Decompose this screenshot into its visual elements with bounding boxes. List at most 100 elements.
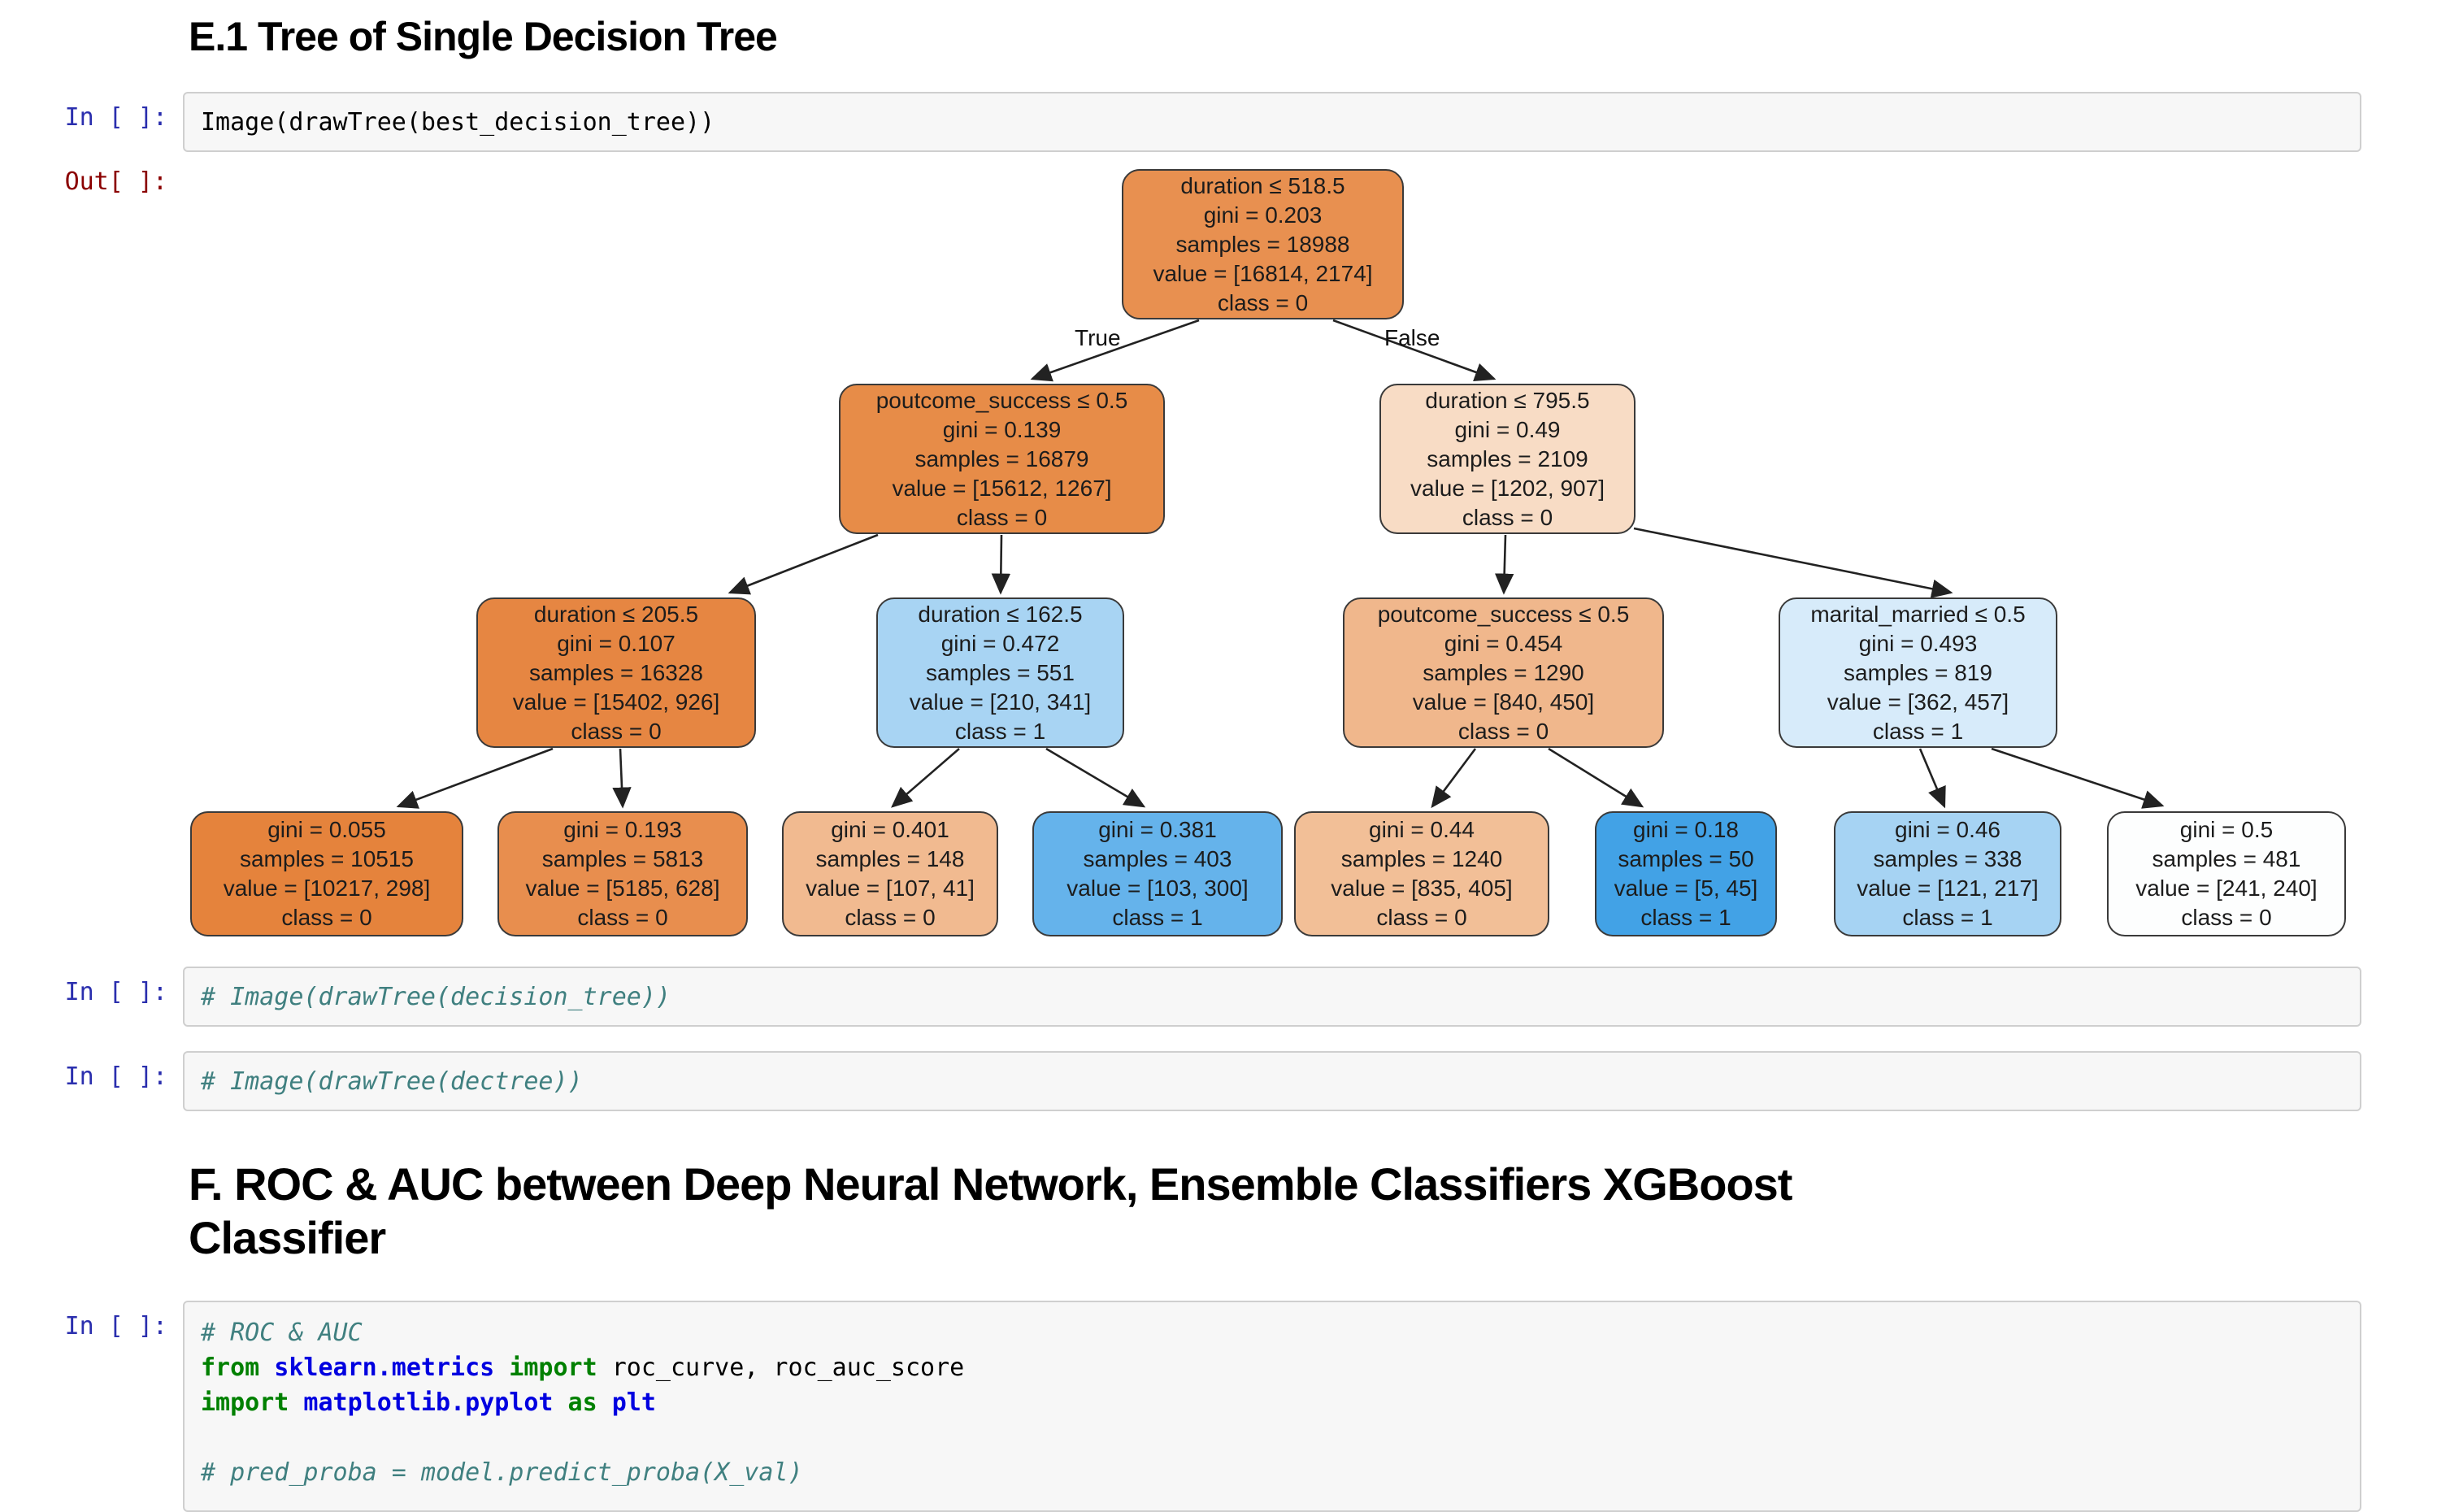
tree-node-line: value = [5, 45] [1614, 875, 1758, 901]
tree-leaf: gini = 0.5 samples = 481 value = [241, 240… [2107, 811, 2346, 936]
tree-node-line: gini = 0.193 [563, 817, 682, 842]
heading-f-line2: Classifier [189, 1212, 386, 1263]
code-line: # pred_proba = model.predict_proba(X_val… [201, 1458, 803, 1487]
tree-node-line: value = [1202, 907] [1410, 475, 1605, 501]
tree-node-line: class = 0 [1462, 504, 1553, 530]
edge-label-false: False [1384, 325, 1440, 350]
tree-node-line: samples = 16328 [528, 659, 704, 685]
tree-node-line: samples = 16879 [914, 445, 1089, 471]
tree-node-line: gini = 0.139 [942, 416, 1062, 442]
section-heading-f: F. ROC & AUC between Deep Neural Network… [189, 1158, 2270, 1265]
tree-node-line: gini = 0.381 [1098, 817, 1217, 842]
tree-node-line: samples = 338 [1873, 846, 2022, 871]
code-line [201, 1420, 2360, 1455]
tree-node: poutcome_success ≤ 0.5 gini = 0.139 sample… [839, 384, 1165, 534]
tree-node-line: samples = 481 [2152, 846, 2301, 871]
tree-node-line: duration ≤ 795.5 [1425, 387, 1590, 413]
tree-node-line: class = 1 [1112, 905, 1203, 930]
tree-node-line: samples = 5813 [541, 846, 704, 871]
tree-node-line: samples = 148 [815, 846, 965, 871]
tree-node-line: value = [16814, 2174] [1153, 260, 1373, 286]
tree-node-line: class = 0 [956, 504, 1048, 530]
tree-node-line: samples = 10515 [239, 846, 415, 871]
tree-node-line: samples = 551 [926, 659, 1075, 685]
code-cell-input[interactable]: Image(drawTree(best_decision_tree)) [183, 92, 2361, 152]
code-cell-input[interactable]: # Image(drawTree(dectree)) [183, 1051, 2361, 1111]
tree-node-line: class = 0 [571, 718, 662, 744]
tree-leaf: gini = 0.193 samples = 5813 value = [5185,… [497, 811, 748, 936]
decision-tree-output: True False duration ≤ 518.5 gini = 0.203 s… [190, 169, 2346, 936]
tree-node-line: value = [15402, 926] [512, 689, 720, 715]
tree-node-line: samples = 2109 [1427, 445, 1588, 471]
tree-node-line: class = 0 [577, 905, 668, 930]
tree-node-line: samples = 1240 [1340, 846, 1503, 871]
tree-node-line: samples = 1290 [1423, 659, 1584, 685]
tree-node-line: gini = 0.107 [557, 630, 675, 656]
tree-node-line: value = [103, 300] [1066, 875, 1249, 901]
tree-node: poutcome_success ≤ 0.5 gini = 0.454 sample… [1343, 597, 1664, 748]
tree-node-root: duration ≤ 518.5 gini = 0.203 samples = 18… [1122, 169, 1404, 319]
tree-node-line: gini = 0.055 [267, 817, 386, 842]
tree-node: marital_married ≤ 0.5 gini = 0.493 samples… [1779, 597, 2057, 748]
tree-node-line: value = [241, 240] [2135, 875, 2318, 901]
input-prompt: In [ ]: [64, 103, 167, 132]
tree-node-line: gini = 0.203 [1203, 202, 1323, 228]
code-comment-text[interactable]: # Image(drawTree(decision_tree)) [201, 982, 671, 1011]
tree-leaf: gini = 0.18 samples = 50 value = [5, 45] cl… [1595, 811, 1777, 936]
tree-node-line: value = [840, 450] [1412, 689, 1595, 715]
section-heading-e1: E.1 Tree of Single Decision Tree [189, 14, 778, 59]
tree-leaf: gini = 0.055 samples = 10515 value = [1021… [190, 811, 463, 936]
tree-node-line: class = 1 [954, 718, 1046, 744]
tree-node-line: class = 1 [1640, 905, 1731, 930]
tree-node-line: value = [210, 341] [909, 689, 1092, 715]
tree-node-line: duration ≤ 162.5 [918, 601, 1083, 627]
tree-leaf: gini = 0.46 samples = 338 value = [121, 21… [1834, 811, 2061, 936]
code-comment-text[interactable]: # Image(drawTree(dectree)) [201, 1067, 583, 1096]
edge-label-true: True [1075, 325, 1121, 350]
tree-node-line: value = [362, 457] [1827, 689, 2009, 715]
tree-node-line: value = [835, 405] [1331, 875, 1513, 901]
tree-node-line: gini = 0.454 [1444, 630, 1563, 656]
tree-node-line: value = [121, 217] [1857, 875, 2039, 901]
code-line: import matplotlib.pyplot as plt [201, 1388, 656, 1417]
tree-node-line: samples = 819 [1844, 659, 1992, 685]
input-prompt: In [ ]: [64, 1062, 167, 1091]
tree-node-line: class = 1 [1872, 718, 1964, 744]
tree-node-line: poutcome_success ≤ 0.5 [875, 387, 1128, 413]
tree-node-line: value = [10217, 298] [223, 875, 431, 901]
code-cell-input[interactable]: # Image(drawTree(decision_tree)) [183, 967, 2361, 1027]
tree-node-line: class = 0 [1457, 718, 1549, 744]
tree-node-line: duration ≤ 205.5 [533, 601, 699, 627]
tree-node-line: gini = 0.49 [1454, 416, 1561, 442]
tree-node-line: gini = 0.493 [1858, 630, 1978, 656]
tree-node-line: poutcome_success ≤ 0.5 [1377, 601, 1630, 627]
tree-node-line: marital_married ≤ 0.5 [1810, 601, 2026, 627]
tree-node-line: class = 0 [1217, 289, 1309, 315]
tree-edges-svg [396, 319, 2165, 809]
tree-node: duration ≤ 205.5 gini = 0.107 samples = 16… [476, 597, 756, 748]
tree-node-line: gini = 0.401 [831, 817, 949, 842]
tree-node-line: value = [107, 41] [806, 875, 975, 901]
tree-leaf: gini = 0.44 samples = 1240 value = [835, 4… [1294, 811, 1549, 936]
tree-node-line: gini = 0.18 [1633, 817, 1739, 842]
code-text[interactable]: Image(drawTree(best_decision_tree)) [201, 107, 715, 137]
input-prompt: In [ ]: [64, 1312, 167, 1340]
code-line: # ROC & AUC [201, 1319, 363, 1347]
tree-node-line: gini = 0.44 [1369, 817, 1475, 842]
tree-node-line: duration ≤ 518.5 [1180, 172, 1345, 198]
tree-node-line: class = 1 [1902, 905, 1993, 930]
tree-node-line: gini = 0.46 [1895, 817, 2000, 842]
tree-node-line: class = 0 [2181, 905, 2272, 930]
tree-node: duration ≤ 795.5 gini = 0.49 samples = 210… [1379, 384, 1636, 534]
tree-leaf: gini = 0.401 samples = 148 value = [107, 4… [782, 811, 998, 936]
tree-node-line: class = 0 [1376, 905, 1467, 930]
tree-node-line: gini = 0.5 [2179, 817, 2274, 842]
tree-node-line: samples = 50 [1618, 846, 1754, 871]
tree-node-line: value = [5185, 628] [525, 875, 720, 901]
tree-node-line: samples = 18988 [1175, 231, 1350, 257]
tree-node-line: class = 0 [281, 905, 372, 930]
